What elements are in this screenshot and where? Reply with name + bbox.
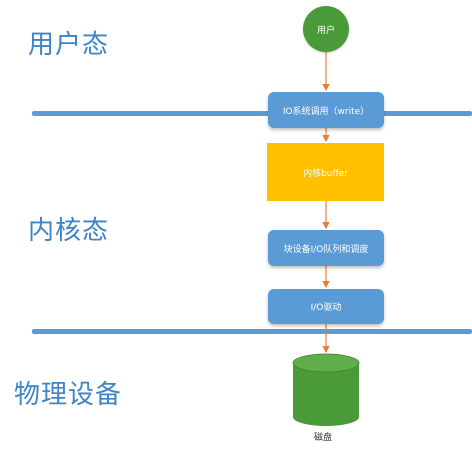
- user-node: 用户: [303, 6, 349, 52]
- kernel-physical-divider: [32, 329, 472, 334]
- io-driver-node: I/O驱动: [268, 289, 384, 324]
- zone-label-user: 用户态: [28, 30, 110, 60]
- block-queue-node: 块设备I/O队列和调度: [268, 230, 384, 266]
- kernel-buffer-node: 内核buffer: [267, 143, 384, 201]
- io-syscall-node: IO系统调用（write）: [268, 92, 384, 128]
- user-kernel-divider: [32, 111, 472, 116]
- disk-label: 磁盘: [314, 433, 333, 443]
- zone-label-kernel: 内核态: [28, 216, 110, 246]
- zone-label-physical: 物理设备: [14, 380, 123, 410]
